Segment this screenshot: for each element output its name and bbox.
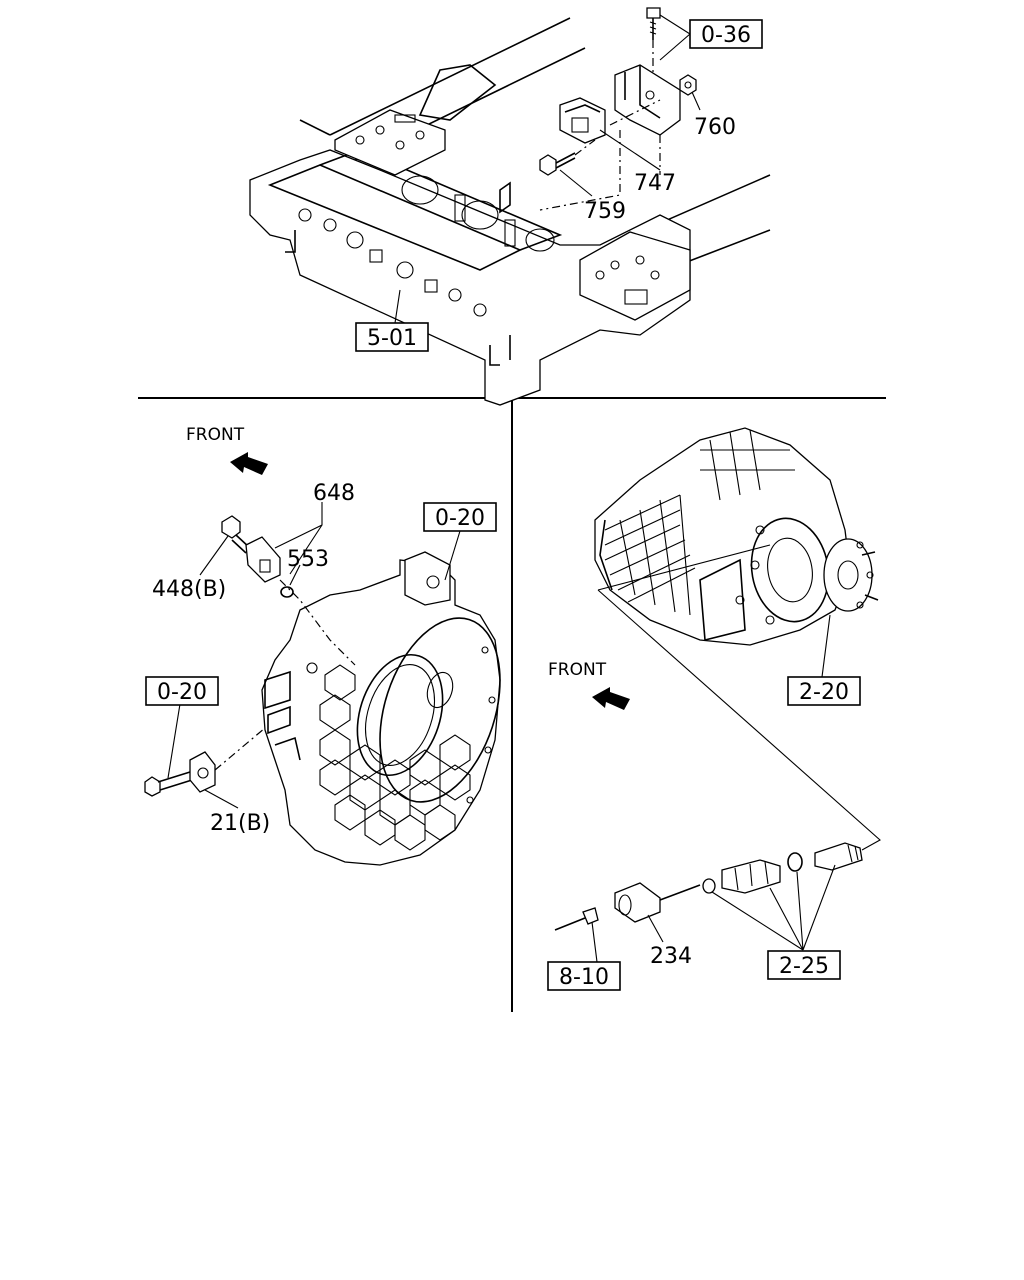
- ref-0-20-b[interactable]: 0-20: [157, 680, 207, 705]
- leader-0-36: [659, 14, 691, 61]
- sensor-21b-illustration: [144, 727, 266, 797]
- location-line: [597, 544, 881, 851]
- part-759[interactable]: 759: [584, 199, 626, 224]
- ref-0-36[interactable]: 0-36: [701, 23, 751, 48]
- leader-648: [274, 502, 323, 575]
- part-21b[interactable]: 21(B): [210, 811, 270, 836]
- ref-2-25[interactable]: 2-25: [779, 954, 829, 979]
- leader-747: [599, 129, 661, 171]
- leader-0-20-b: [167, 703, 181, 779]
- ref-box-8-10[interactable]: [547, 961, 621, 991]
- leader-5-01: [394, 289, 401, 324]
- leader-21b: [204, 789, 239, 809]
- transmission-illustration: [594, 427, 879, 646]
- ref-box-2-20[interactable]: [787, 676, 861, 706]
- leader-448b: [199, 535, 229, 576]
- honeycomb-pattern: [319, 664, 471, 851]
- part-553[interactable]: 553: [287, 547, 329, 572]
- ref-box-0-20-a[interactable]: [423, 502, 497, 532]
- leader-2-25: [711, 864, 836, 951]
- ref-box-0-20-b[interactable]: [145, 676, 219, 706]
- front-arrow-left-icon: [230, 452, 268, 475]
- leader-2-20: [821, 614, 831, 678]
- leader-8-10: [591, 921, 598, 963]
- ref-box-0-36[interactable]: [689, 19, 763, 49]
- ref-box-5-01[interactable]: [355, 322, 429, 352]
- ref-0-20-a[interactable]: 0-20: [435, 506, 485, 531]
- leader-0-20-a: [444, 530, 461, 581]
- front-label-left: FRONT: [186, 425, 245, 445]
- part-747[interactable]: 747: [634, 171, 676, 196]
- frame-crossmember-illustration: [249, 17, 771, 406]
- part-648[interactable]: 648: [313, 481, 355, 506]
- part-234[interactable]: 234: [650, 944, 692, 969]
- ref-box-2-25[interactable]: [767, 950, 841, 980]
- ref-5-01[interactable]: 5-01: [367, 326, 417, 351]
- mount-bracket-illustration: [539, 7, 697, 211]
- part-448b[interactable]: 448(B): [152, 577, 226, 602]
- part-760[interactable]: 760: [694, 115, 736, 140]
- speed-sensor-assembly-illustration: [554, 842, 863, 931]
- leader-234: [647, 914, 664, 943]
- front-arrow-right-icon: [592, 687, 630, 710]
- leader-553: [289, 564, 301, 586]
- flywheel-housing-illustration: [261, 551, 501, 866]
- front-label-right: FRONT: [548, 660, 607, 680]
- ref-2-20[interactable]: 2-20: [799, 680, 849, 705]
- leader-760: [691, 91, 701, 111]
- leader-759: [559, 169, 593, 197]
- ref-8-10[interactable]: 8-10: [559, 965, 609, 990]
- sensor-648-illustration: [221, 515, 356, 666]
- transmission-ribs: [604, 494, 696, 616]
